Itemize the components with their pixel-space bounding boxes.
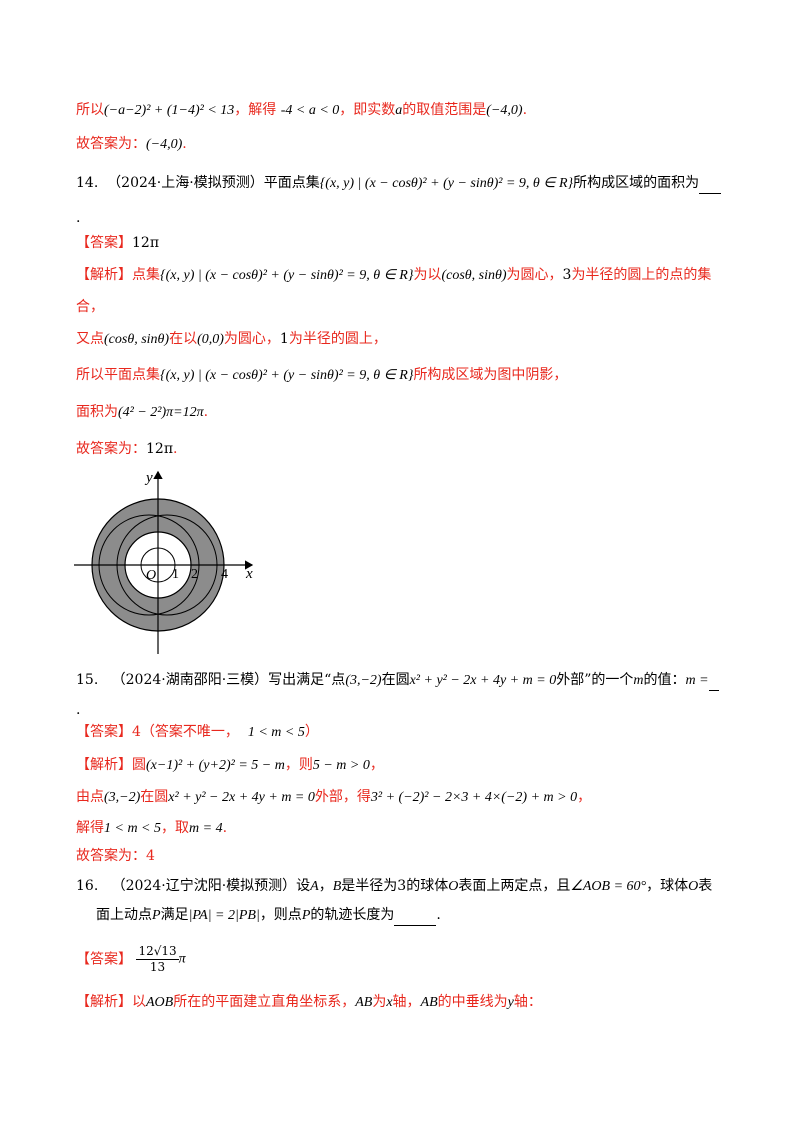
question-15: 15. （2024·湖南邵阳·三模）写出满足“点(3,−2)在圆x² + y² … xyxy=(76,670,719,691)
answer-blank xyxy=(699,173,722,194)
question-16-line-2: 面上动点P满足|PA| = 2|PB|，则点P的轨迹长度为 . xyxy=(96,905,441,926)
tick-2: 2 xyxy=(191,567,198,582)
tick-4: 4 xyxy=(221,567,228,582)
solution-15-line-3: 解得1 < m < 5，取m = 4. xyxy=(76,820,228,836)
question-14: 14. （2024·上海·模拟预测）平面点集{(x, y) | (x − cos… xyxy=(76,173,722,194)
origin-label: O xyxy=(146,568,156,583)
answer-15: 【答案】4（答案不唯一， 1 < m < 5） xyxy=(76,724,319,740)
solution-13-line-1: 所以(−a−2)² + (1−4)² < 13，解得 -4 < a < 0，即实… xyxy=(76,102,528,118)
solution-14-line-3: 又点(cosθ, sinθ)在以(0,0)为圆心，1为半径的圆上， xyxy=(76,331,387,347)
solution-14-line-6: 故答案为：12π. xyxy=(76,441,178,457)
solution-14-line-2: 合， xyxy=(76,299,104,315)
answer-blank xyxy=(394,905,437,926)
solution-14-line-1: 【解析】点集{(x, y) | (x − cosθ)² + (y − sinθ)… xyxy=(76,267,712,283)
answer-16: 【答案】 12√13 13 π xyxy=(76,944,186,974)
question-16-line-1: 16. （2024·辽宁沈阳·模拟预测）设A，B是半径为3的球体O表面上两定点，… xyxy=(76,878,713,894)
solution-14-line-4: 所以平面点集{(x, y) | (x − cosθ)² + (y − sinθ)… xyxy=(76,367,568,383)
solution-15-line-2: 由点(3,−2)在圆x² + y² − 2x + 4y + m = 0外部，得3… xyxy=(76,789,592,805)
solution-14-line-5: 面积为(4² − 2²)π=12π. xyxy=(76,404,209,420)
answer-14: 【答案】12π xyxy=(76,235,160,251)
question-14-dot: . xyxy=(76,210,81,226)
solution-16-line-1: 【解析】以AOB所在的平面建立直角坐标系，AB为x轴，AB的中垂线为y轴： xyxy=(76,994,542,1010)
x-axis-label: x xyxy=(245,566,253,582)
question-15-dot: . xyxy=(76,702,81,718)
answer-blank xyxy=(708,670,719,691)
solution-15-line-4: 故答案为：4 xyxy=(76,848,155,864)
tick-1: 1 xyxy=(172,567,179,582)
solution-15-line-1: 【解析】圆(x−1)² + (y+2)² = 5 − m，则5 − m > 0， xyxy=(76,757,384,773)
fraction: 12√13 13 xyxy=(136,944,179,974)
annulus-figure: x y O 1 2 4 xyxy=(74,470,254,654)
y-axis-label: y xyxy=(144,470,153,486)
answer-13-final: 故答案为：(−4,0). xyxy=(76,136,187,152)
